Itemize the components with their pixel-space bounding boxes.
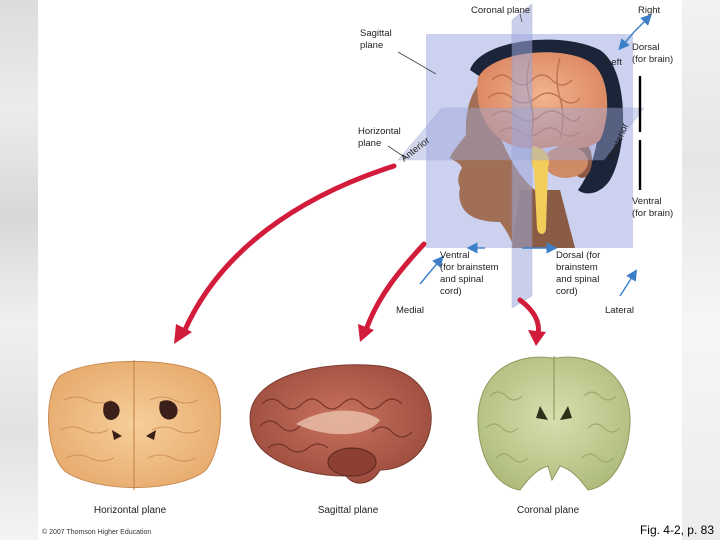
red-arrow-horizontal	[181, 163, 397, 335]
label-medial: Medial	[396, 305, 424, 316]
direction-arrows	[419, 14, 652, 297]
label-dorsal-stem-3: and spinal	[556, 274, 599, 285]
lateral-arrow	[619, 269, 638, 297]
label-ventral-stem-3: and spinal	[440, 274, 483, 285]
label-horizontal-2: plane	[358, 138, 381, 149]
label-dorsal-brain-2: (for brain)	[632, 54, 673, 65]
hair-shape	[470, 39, 624, 194]
label-ventral-brain-1: Ventral	[632, 196, 662, 207]
coronal-plane-shape	[511, 3, 533, 309]
label-lateral: Lateral	[605, 305, 634, 316]
figure-reference: Fig. 4-2, p. 83	[639, 523, 714, 537]
label-ventral-stem-2: (for brainstem	[440, 262, 499, 273]
horizontal-plane-shape	[397, 107, 645, 161]
label-left: Left	[606, 57, 622, 68]
cerebellum-shape	[544, 146, 588, 178]
caption-coronal: Coronal plane	[517, 505, 580, 516]
coronal-section-image	[477, 356, 631, 491]
label-ventral-stem-4: cord)	[440, 286, 462, 297]
brain-shape	[477, 52, 608, 149]
right-arrow	[633, 14, 652, 33]
label-horizontal-1: Horizontal	[358, 126, 401, 137]
label-ventral-stem-1: Ventral	[440, 250, 470, 261]
medial-arrow	[419, 255, 444, 285]
label-sagittal-1: Sagittal	[360, 28, 392, 39]
red-arrowheads	[174, 324, 546, 346]
label-dorsal-stem-4: cord)	[556, 286, 578, 297]
section-captions: Horizontal plane Sagittal plane Coronal …	[94, 505, 580, 516]
right-background-strip	[682, 0, 720, 540]
sagittal-leader	[397, 51, 437, 75]
brainstem-shape	[530, 146, 550, 234]
copyright-text: © 2007 Thomson Higher Education	[42, 529, 152, 536]
caption-sagittal: Sagittal plane	[318, 505, 379, 516]
left-background-strip	[0, 0, 38, 540]
red-arrow-sagittal	[363, 241, 427, 333]
head-illustration	[397, 3, 645, 309]
caption-horizontal: Horizontal plane	[94, 505, 167, 516]
sagittal-section-image	[249, 364, 432, 484]
red-arrow-coronal	[517, 297, 541, 337]
label-ventral-brain-2: (for brain)	[632, 208, 673, 219]
horizontal-section-image	[48, 360, 221, 490]
label-dorsal-brain-1: Dorsal	[632, 42, 659, 53]
label-coronal-plane: Coronal plane	[471, 5, 530, 16]
left-arrow	[618, 31, 635, 51]
horizontal-leader	[387, 145, 407, 159]
label-dorsal-stem-1: Dorsal (for	[556, 250, 600, 261]
label-dorsal-stem-2: brainstem	[556, 262, 598, 273]
label-right: Right	[638, 5, 661, 16]
label-sagittal-2: plane	[360, 40, 383, 51]
coronal-leader	[519, 13, 523, 23]
